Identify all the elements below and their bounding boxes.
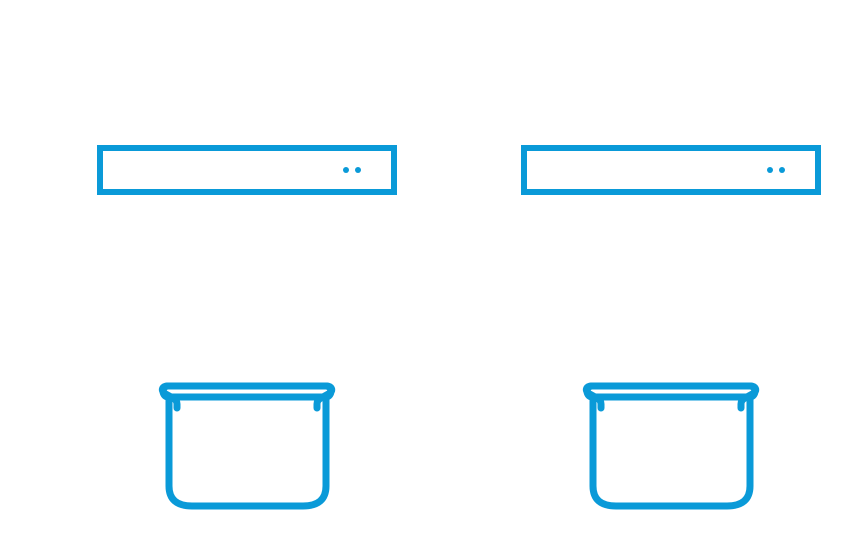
- indicator-lights: [767, 167, 785, 173]
- indicator-light-icon: [767, 167, 773, 173]
- cooking-pot-icon: [561, 376, 781, 511]
- indicator-light-icon: [779, 167, 785, 173]
- rack-unit-icon: [97, 145, 397, 195]
- indicator-light-icon: [355, 167, 361, 173]
- cooking-pot-icon: [137, 376, 357, 511]
- rack-unit-icon: [521, 145, 821, 195]
- indicator-lights: [343, 167, 361, 173]
- indicator-light-icon: [343, 167, 349, 173]
